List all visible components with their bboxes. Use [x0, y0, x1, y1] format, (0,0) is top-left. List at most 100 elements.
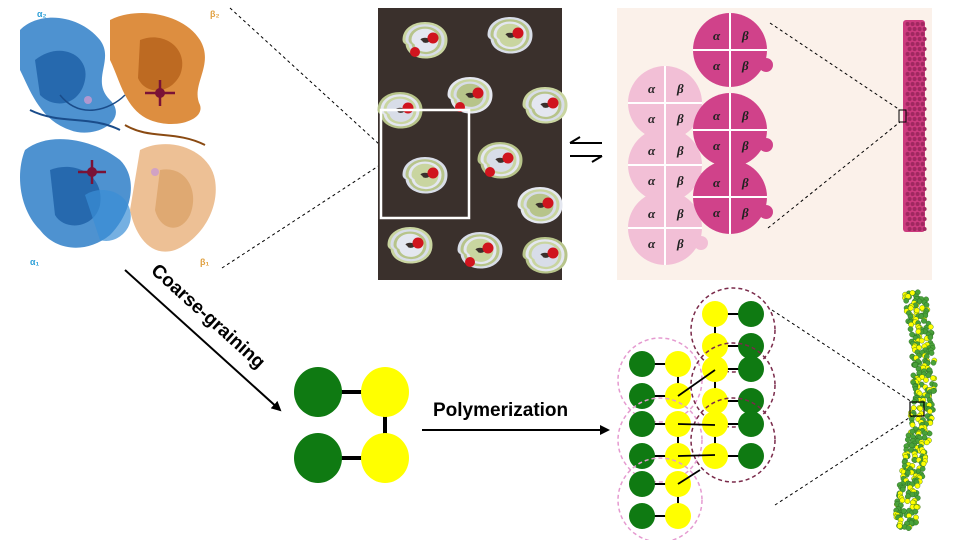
cg-fiber-bead [920, 460, 927, 467]
alpha-bead [629, 443, 655, 469]
cg-fiber-bead [912, 508, 919, 515]
fiber-bead [907, 187, 912, 191]
fiber-bead [910, 202, 915, 206]
subunit-letter: β [741, 28, 749, 43]
fiber-bead [910, 32, 915, 36]
fiber-bead [907, 117, 912, 121]
fiber-bead [920, 132, 925, 136]
fiber-bead [905, 202, 910, 206]
fiber-bead [917, 167, 922, 171]
heme-sphere [412, 237, 424, 249]
subunit-letter: α [648, 143, 656, 158]
alpha-bead [629, 351, 655, 377]
fiber-bead [920, 212, 925, 216]
cg-fiber-bead [909, 428, 916, 435]
fiber-bead [912, 47, 917, 51]
fiber-bead [905, 112, 910, 116]
fiber-bead [920, 102, 925, 106]
fiber-bead [922, 227, 927, 231]
heme-sphere [410, 47, 420, 57]
cg-fiber-bead [930, 388, 937, 394]
polymerization-label: Polymerization [433, 400, 568, 421]
cg-fiber-bead [917, 405, 924, 412]
fiber-bead [912, 37, 917, 41]
fiber-bead [915, 152, 920, 156]
fiber-bead [920, 32, 925, 36]
fiber-bead [917, 207, 922, 211]
fiber-bead [910, 162, 915, 166]
fiber-bead [917, 157, 922, 161]
fiber-bead [917, 177, 922, 181]
polymer-tetramer [690, 342, 776, 428]
fiber-bead [915, 112, 920, 116]
fiber-bead [922, 47, 927, 51]
fiber-bead [907, 197, 912, 201]
heme-sphere [465, 257, 475, 267]
fiber-bead [910, 62, 915, 66]
cg-fiber-bead [927, 408, 933, 415]
fiber-bead [912, 107, 917, 111]
coarse-graining-arrow [124, 269, 282, 412]
subunit-letter: β [676, 206, 684, 221]
zoom-line-top [229, 7, 381, 146]
beta-bead [702, 356, 728, 382]
molecular-packing-image [377, 8, 568, 280]
cg-fiber-bead [918, 313, 925, 320]
cg-fiber-bead [907, 326, 914, 332]
cg-fiber-bead [903, 297, 910, 304]
fiber-bead [907, 157, 912, 161]
fiber-bead [905, 92, 910, 96]
fiber-bead [907, 147, 912, 151]
heme-sphere [542, 197, 554, 209]
cg-fiber-bead [899, 497, 906, 504]
fiber-bead [910, 82, 915, 86]
fiber-bead [912, 77, 917, 81]
heme-sphere [427, 32, 439, 44]
cg-fiber-bead [912, 362, 919, 368]
coarse-graining-label: Coarse-graining [147, 260, 269, 373]
fiber-bead [917, 47, 922, 51]
cg-fiber-bead [901, 508, 907, 514]
fiber-bead [907, 177, 912, 181]
subunit-letter: β [676, 173, 684, 188]
subunit-letter: α [713, 138, 721, 153]
fiber-bead [915, 92, 920, 96]
cg-fiber-bead [908, 442, 915, 449]
fiber-bead [910, 102, 915, 106]
fiber-bead [917, 197, 922, 201]
fiber-bead [905, 212, 910, 216]
subunit-letter: α [648, 173, 656, 188]
alpha-bead [738, 411, 764, 437]
fiber-bead [922, 87, 927, 91]
heme-sphere [402, 102, 414, 114]
cg-fiber-bead [926, 430, 933, 437]
fiber-bead [920, 112, 925, 116]
fiber-bead [907, 227, 912, 231]
fiber-bead [910, 192, 915, 196]
fiber-bead [922, 67, 927, 71]
subunit-letter: α [648, 206, 656, 221]
polymer-tetramer [690, 397, 776, 483]
fiber-bead [922, 77, 927, 81]
cg-fiber-zoom-line-bottom [774, 415, 913, 506]
cg-fiber-bead [915, 328, 922, 335]
cg-fiber-bead [930, 359, 937, 366]
alpha-bead [738, 356, 764, 382]
polymer-tetramer [617, 457, 703, 540]
fiber-bead [912, 57, 917, 61]
fiber-bead [905, 102, 910, 106]
heme-sphere [547, 97, 559, 109]
fiber-bead [907, 167, 912, 171]
fiber-bead [922, 137, 927, 141]
beta-bead [702, 411, 728, 437]
polymer-tetramer [617, 397, 703, 483]
fiber-bead [905, 162, 910, 166]
fiber-bead [912, 117, 917, 121]
fiber-bead [920, 22, 925, 26]
fiber-bead [917, 77, 922, 81]
cg-fiber-bead [927, 334, 934, 341]
alpha1-label: α₁ [30, 257, 40, 267]
fiber-bead [910, 112, 915, 116]
cg-fiber-bead [924, 439, 930, 446]
